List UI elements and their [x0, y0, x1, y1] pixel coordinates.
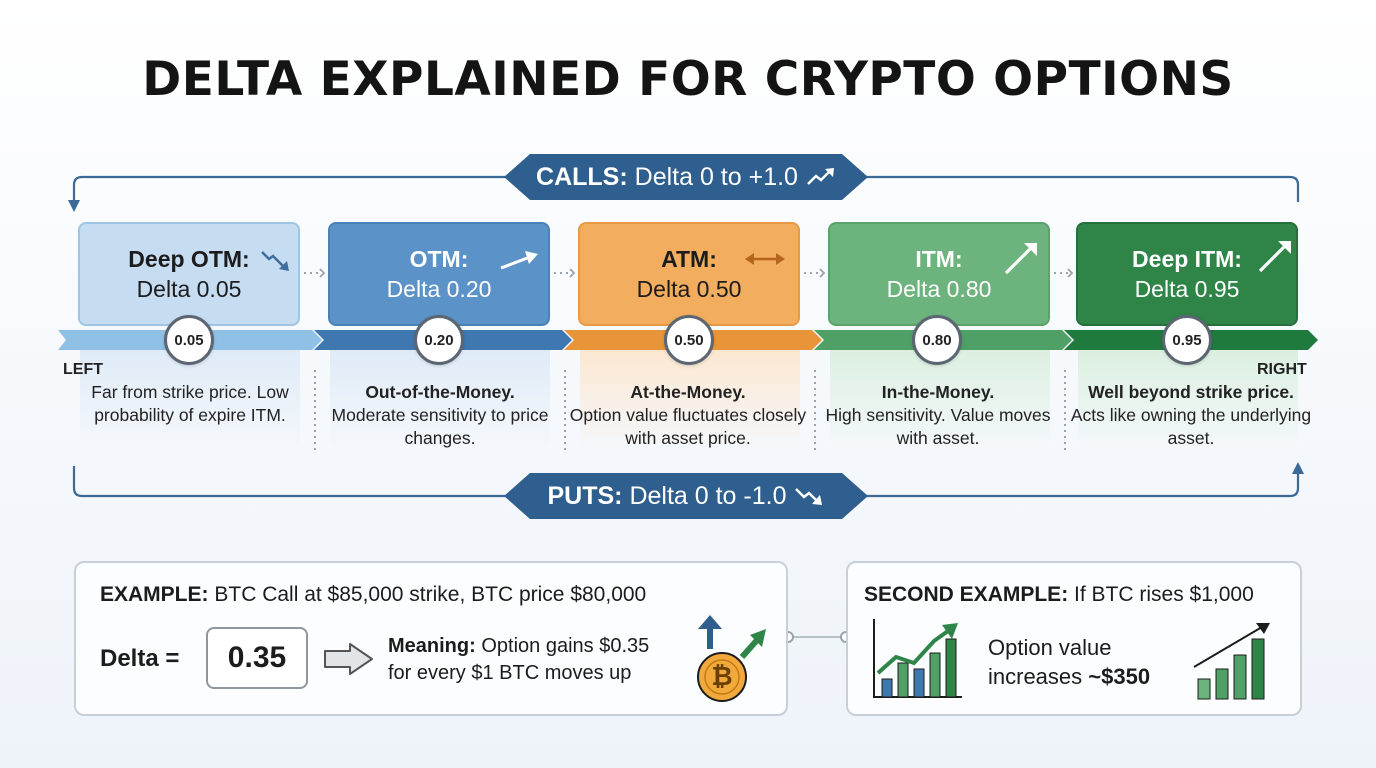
example-box: EXAMPLE: BTC Call at $85,000 strike, BTC…	[74, 561, 788, 716]
page-title: DELTA EXPLAINED FOR CRYPTO OPTIONS	[142, 52, 1234, 107]
meaning-line1: Option gains $0.35	[481, 635, 650, 657]
stage-delta: Delta 0.05	[136, 276, 242, 302]
result-line2-prefix: increases	[988, 664, 1083, 689]
delta-marker: 0.50	[664, 315, 714, 365]
delta-value: 0.35	[206, 627, 308, 689]
stage-delta: Delta 0.95	[1134, 276, 1240, 302]
stage-description: Well beyond strike price. Acts like owni…	[1066, 381, 1316, 450]
example-heading: EXAMPLE: BTC Call at $85,000 strike, BTC…	[100, 583, 646, 607]
description-text: Moderate sensitivity to price changes.	[331, 405, 549, 448]
stage-name: Deep ITM:	[1132, 246, 1242, 272]
stage-card-deep-itm: Deep ITM: Delta 0.95	[1076, 222, 1298, 326]
stage-description: At-the-Money. Option value fluctuates cl…	[568, 381, 808, 450]
calls-range-label: CALLS: Delta 0 to +1.0	[530, 160, 842, 194]
bitcoin-growth-icon	[697, 615, 766, 702]
description-bold: At-the-Money.	[630, 382, 746, 402]
delta-marker: 0.05	[164, 315, 214, 365]
description-bold: Out-of-the-Money.	[365, 382, 515, 402]
delta-marker: 0.20	[414, 315, 464, 365]
arrow-right-icon	[324, 643, 373, 675]
example-heading-bold: EXAMPLE:	[100, 583, 209, 606]
description-bold: Well beyond strike price.	[1088, 382, 1294, 402]
arrow-up-right-icon	[1004, 243, 1037, 275]
description-bold: In-the-Money.	[881, 382, 995, 402]
stage-card-itm: ITM: Delta 0.80	[828, 222, 1050, 326]
delta-marker: 0.80	[912, 315, 962, 365]
puts-label-range: Delta 0 to -1.0	[629, 481, 787, 510]
stage-description: Far from strike price. Low probability o…	[70, 381, 310, 427]
stage-delta: Delta 0.80	[886, 276, 992, 302]
stage-name: ATM:	[661, 246, 717, 272]
meaning-line2: for every $1 BTC moves up	[388, 662, 632, 684]
second-example-heading-text: If BTC rises $1,000	[1074, 583, 1254, 606]
delta-label: Delta =	[100, 645, 180, 672]
calls-label-bold: CALLS:	[536, 162, 628, 191]
trend-down-icon	[795, 488, 823, 505]
bitcoin-symbol: ₿	[711, 661, 733, 691]
example-heading-text: BTC Call at $85,000 strike, BTC price $8…	[214, 583, 647, 606]
stage-card-atm: ATM: Delta 0.50	[578, 222, 800, 326]
stage-card-deep-otm: Deep OTM: Delta 0.05	[78, 222, 300, 326]
bar-chart-growth-icon	[873, 619, 962, 698]
arrow-down-right-icon	[261, 251, 289, 271]
trend-up-icon	[807, 168, 834, 185]
stage-delta: Delta 0.50	[636, 276, 742, 302]
stage-name: Deep OTM:	[128, 246, 250, 272]
right-label: RIGHT	[1257, 361, 1307, 378]
stage-description: Out-of-the-Money. Moderate sensitivity t…	[320, 381, 560, 450]
stage-name: ITM:	[915, 246, 963, 272]
second-example-box: SECOND EXAMPLE: If BTC rises $1,000 Opti…	[846, 561, 1302, 716]
puts-range-label: PUTS: Delta 0 to -1.0	[530, 479, 842, 513]
description-text: High sensitivity. Value moves with asset…	[825, 405, 1051, 448]
stage-name: OTM:	[409, 246, 469, 272]
stage-delta: Delta 0.20	[386, 276, 492, 302]
delta-marker: 0.95	[1162, 315, 1212, 365]
arrow-up-right-icon	[1258, 241, 1291, 273]
left-label: LEFT	[63, 361, 103, 378]
stage-description: In-the-Money. High sensitivity. Value mo…	[818, 381, 1058, 450]
bar-chart-rising-icon	[1193, 623, 1270, 700]
stage-card-otm: OTM: Delta 0.20	[328, 222, 550, 326]
double-arrow-horizontal-icon	[745, 253, 785, 265]
arrow-up-right-icon	[500, 251, 538, 270]
description-text: Far from strike price. Low probability o…	[91, 382, 289, 425]
meaning-bold: Meaning:	[388, 635, 476, 657]
result-amount: ~$350	[1088, 664, 1151, 689]
second-example-heading-bold: SECOND EXAMPLE:	[864, 583, 1069, 606]
meaning-text: Meaning: Option gains $0.35 for every $1…	[388, 633, 649, 687]
calls-label-range: Delta 0 to +1.0	[634, 162, 798, 191]
second-example-heading: SECOND EXAMPLE: If BTC rises $1,000	[864, 583, 1254, 607]
description-text: Acts like owning the underlying asset.	[1070, 405, 1312, 448]
description-text: Option value fluctuates closely with ass…	[569, 405, 807, 448]
result-line1: Option value	[988, 635, 1112, 660]
puts-label-bold: PUTS:	[547, 481, 623, 510]
second-example-result: Option value increases ~$350	[988, 633, 1150, 691]
